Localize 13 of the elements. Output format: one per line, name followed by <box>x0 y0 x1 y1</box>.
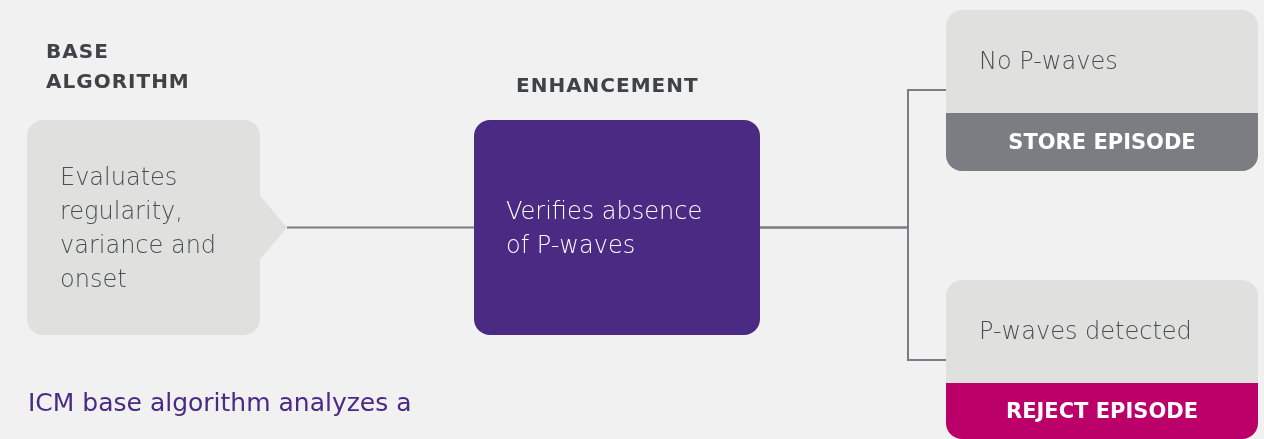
connector-line <box>286 226 475 229</box>
action-banner: STORE EPISODE <box>946 113 1258 171</box>
connector-line <box>759 226 947 361</box>
outcome-card <box>946 10 1258 171</box>
column-heading: BASE ALGORITHM <box>46 38 191 95</box>
caption-text: ICM base algorithm analyzes a <box>28 388 412 417</box>
column-heading: ENHANCEMENT <box>516 72 700 99</box>
outcome-text: No P-waves <box>979 46 1119 77</box>
outcome-text: P-waves detected <box>979 316 1193 347</box>
action-banner: REJECT EPISODE <box>946 383 1258 439</box>
box-text: Verifies absence of P-waves <box>506 196 704 261</box>
box-text: Evaluates regularity, variance and onset <box>60 162 218 295</box>
outcome-card <box>946 280 1258 439</box>
